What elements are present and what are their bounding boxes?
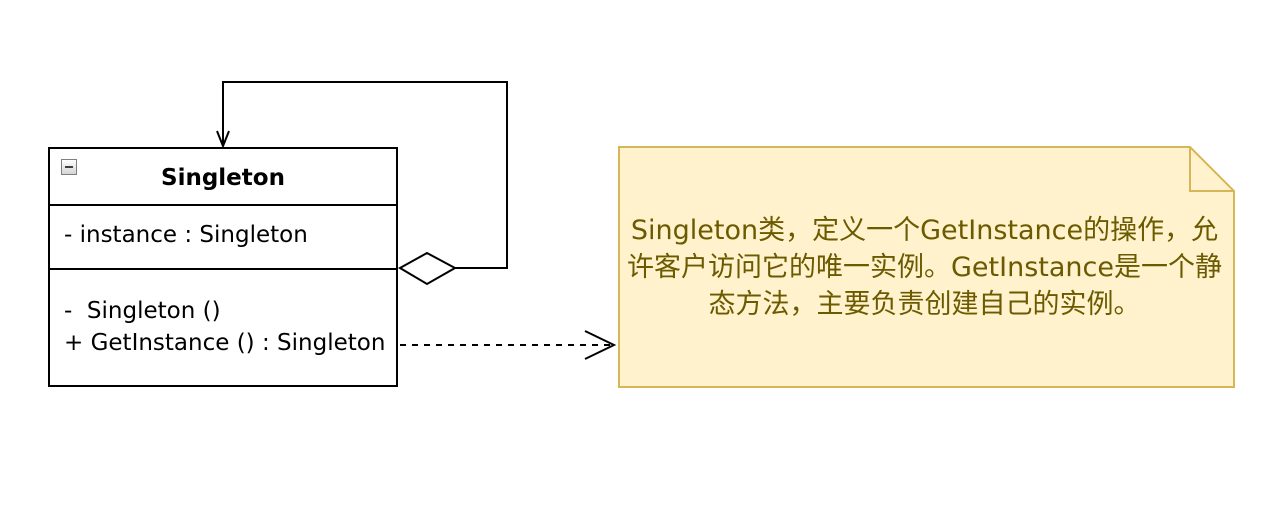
association-arrowhead xyxy=(216,130,230,149)
method-constructor: - Singleton () xyxy=(64,298,221,324)
collapse-icon[interactable] xyxy=(61,159,77,175)
class-header: Singleton xyxy=(50,149,396,206)
note-fold xyxy=(1189,147,1234,192)
note-text-container: Singleton类，定义一个GetInstance的操作，允许客户访问它的唯一… xyxy=(618,147,1235,388)
self-association-line[interactable] xyxy=(222,81,508,269)
class-methods: - Singleton () + GetInstance () : Single… xyxy=(50,270,396,359)
singleton-class-box[interactable]: Singleton - instance : Singleton - Singl… xyxy=(48,147,398,387)
dependency-arrowhead xyxy=(584,330,617,360)
aggregation-diamond[interactable] xyxy=(397,251,458,286)
note-shape[interactable] xyxy=(618,146,1235,388)
note-text: Singleton类，定义一个GetInstance的操作，允许客户访问它的唯一… xyxy=(627,215,1222,320)
note: Singleton类，定义一个GetInstance的操作，允许客户访问它的唯一… xyxy=(618,147,1235,388)
class-attributes: - instance : Singleton xyxy=(50,206,396,270)
class-name: Singleton xyxy=(161,165,285,191)
method-get-instance: + GetInstance () : Singleton xyxy=(64,330,386,356)
attribute-instance: - instance : Singleton xyxy=(64,222,308,248)
